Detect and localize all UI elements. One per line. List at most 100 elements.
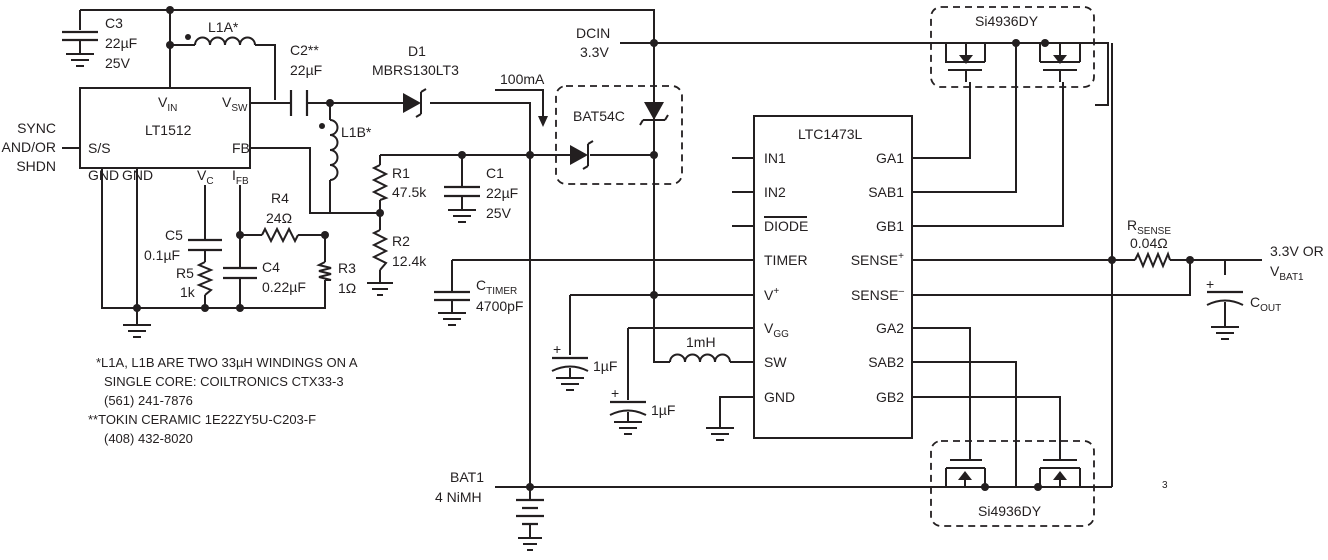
resistor-r3: R3 1Ω bbox=[316, 260, 356, 296]
resistor-r5: R5 1k bbox=[176, 261, 214, 300]
svg-text:L1A*: L1A* bbox=[208, 19, 239, 35]
svg-text:C5: C5 bbox=[165, 227, 183, 243]
pin-timer: TIMER bbox=[764, 252, 808, 268]
inductor-l1b: L1B* bbox=[319, 119, 372, 181]
pin-ga2: GA2 bbox=[876, 320, 904, 336]
svg-text:MBRS130LT3: MBRS130LT3 bbox=[372, 62, 459, 78]
dcin-label: DCIN 3.3V bbox=[576, 25, 610, 60]
resistor-rsense: RSENSE 0.04Ω bbox=[1127, 217, 1171, 269]
junction-dot bbox=[1186, 256, 1194, 264]
svg-text:100mA: 100mA bbox=[500, 71, 545, 87]
junction-dot bbox=[201, 304, 209, 312]
output-label: 3.3V OR VBAT1 bbox=[1270, 243, 1324, 283]
ground-lt1512 bbox=[123, 324, 151, 338]
svg-text:AND/OR: AND/OR bbox=[2, 139, 56, 155]
capacitor-c2: C2** 22µF bbox=[289, 42, 322, 116]
svg-text:Si4936DY: Si4936DY bbox=[978, 503, 1042, 519]
resistor-r1: R1 47.5k bbox=[371, 164, 427, 201]
pin-vc: VC bbox=[197, 167, 214, 187]
capacitor-c4: C4 0.22µF bbox=[223, 259, 306, 295]
svg-text:C2**: C2** bbox=[290, 42, 319, 58]
pin-sab1: SAB1 bbox=[868, 184, 904, 200]
pin-fb: FB bbox=[232, 140, 250, 156]
svg-text:SHDN: SHDN bbox=[16, 158, 56, 174]
svg-text:+: + bbox=[553, 341, 561, 357]
mosfet-si4936dy-top: Si4936DY bbox=[930, 6, 1095, 88]
diode-d1: D1 MBRS130LT3 bbox=[372, 43, 459, 118]
svg-text:R5: R5 bbox=[176, 265, 194, 281]
svg-text:CTIMER: CTIMER bbox=[476, 277, 517, 297]
ground-ltc1473 bbox=[706, 427, 734, 441]
svg-text:1µF: 1µF bbox=[651, 402, 675, 418]
ltc1473l-name: LTC1473L bbox=[798, 126, 863, 142]
svg-text:25V: 25V bbox=[105, 55, 131, 71]
pin-ss: S/S bbox=[88, 140, 111, 156]
svg-text:(561) 241-7876: (561) 241-7876 bbox=[104, 393, 193, 408]
svg-text:C3: C3 bbox=[105, 15, 123, 31]
svg-text:R2: R2 bbox=[392, 233, 410, 249]
capacitor-cout: + COUT bbox=[1206, 276, 1281, 340]
inductor-l1a: L1A* bbox=[185, 19, 256, 46]
svg-text:1µF: 1µF bbox=[593, 358, 617, 374]
svg-text:SYNC: SYNC bbox=[17, 120, 56, 136]
pin-gb2: GB2 bbox=[876, 389, 904, 405]
pin-sense-plus: SENSE+ bbox=[851, 251, 904, 268]
svg-text:COUT: COUT bbox=[1250, 294, 1281, 314]
svg-text:VBAT1: VBAT1 bbox=[1270, 263, 1304, 283]
svg-text:**TOKIN CERAMIC 1E22ZY5U-C203-: **TOKIN CERAMIC 1E22ZY5U-C203-F bbox=[88, 412, 316, 427]
capacitor-c1: C1 22µF 25V bbox=[444, 165, 518, 223]
svg-text:R3: R3 bbox=[338, 260, 356, 276]
svg-text:SINGLE CORE: COILTRONICS CTX33: SINGLE CORE: COILTRONICS CTX33-3 bbox=[104, 374, 344, 389]
junction-dots bbox=[133, 6, 1194, 491]
junction-dot bbox=[166, 41, 174, 49]
svg-text:R4: R4 bbox=[271, 190, 289, 206]
svg-text:C4: C4 bbox=[262, 259, 280, 275]
svg-text:(408) 432-8020: (408) 432-8020 bbox=[104, 431, 193, 446]
page-number: 3 bbox=[1162, 480, 1168, 491]
junction-dot bbox=[650, 151, 658, 159]
svg-text:D1: D1 bbox=[408, 43, 426, 59]
footnotes: *L1A, L1B ARE TWO 33µH WINDINGS ON A SIN… bbox=[88, 355, 358, 446]
svg-text:4 NiMH: 4 NiMH bbox=[435, 489, 482, 505]
resistor-r2: R2 12.4k bbox=[371, 229, 427, 271]
svg-text:12.4k: 12.4k bbox=[392, 253, 427, 269]
pin-gnd1: GND bbox=[88, 167, 119, 183]
current-annotation: 100mA bbox=[495, 71, 548, 127]
pin-ifb: IFB bbox=[232, 167, 249, 187]
svg-text:24Ω: 24Ω bbox=[266, 210, 292, 226]
sync-input-label: SYNC AND/OR SHDN bbox=[2, 120, 56, 174]
mosfet-si4936dy-bottom: Si4936DY bbox=[930, 440, 1095, 527]
svg-text:4700pF: 4700pF bbox=[476, 298, 523, 314]
junction-dot bbox=[133, 304, 141, 312]
svg-text:1mH: 1mH bbox=[686, 334, 716, 350]
svg-text:RSENSE: RSENSE bbox=[1127, 217, 1171, 237]
svg-text:0.1µF: 0.1µF bbox=[144, 247, 180, 263]
capacitor-vplus: + 1µF bbox=[551, 341, 617, 391]
pin-gb1: GB1 bbox=[876, 218, 904, 234]
pin-sw: SW bbox=[764, 354, 787, 370]
junction-dot bbox=[458, 151, 466, 159]
svg-text:47.5k: 47.5k bbox=[392, 184, 427, 200]
pin-gnd2: GND bbox=[122, 167, 153, 183]
junction-dot bbox=[1041, 39, 1049, 47]
junction-dot bbox=[326, 99, 334, 107]
junction-dot bbox=[1108, 256, 1116, 264]
svg-text:25V: 25V bbox=[486, 205, 512, 221]
svg-text:BAT54C: BAT54C bbox=[573, 108, 625, 124]
lt1512-name: LT1512 bbox=[145, 122, 192, 138]
svg-text:22µF: 22µF bbox=[105, 35, 137, 51]
ground-r2 bbox=[367, 282, 393, 296]
svg-text:0.04Ω: 0.04Ω bbox=[1130, 235, 1168, 251]
capacitor-vgg: + 1µF bbox=[609, 385, 675, 435]
svg-text:22µF: 22µF bbox=[290, 62, 322, 78]
svg-text:*L1A, L1B ARE TWO 33µH WINDING: *L1A, L1B ARE TWO 33µH WINDINGS ON A bbox=[96, 355, 358, 370]
pin-diode: DIODE bbox=[764, 218, 808, 234]
junction-dot bbox=[526, 151, 534, 159]
svg-text:1Ω: 1Ω bbox=[338, 280, 356, 296]
svg-text:DCIN: DCIN bbox=[576, 25, 610, 41]
svg-text:BAT1: BAT1 bbox=[450, 469, 484, 485]
pin-sense-minus: SENSE– bbox=[851, 286, 904, 303]
pin-in2: IN2 bbox=[764, 184, 786, 200]
